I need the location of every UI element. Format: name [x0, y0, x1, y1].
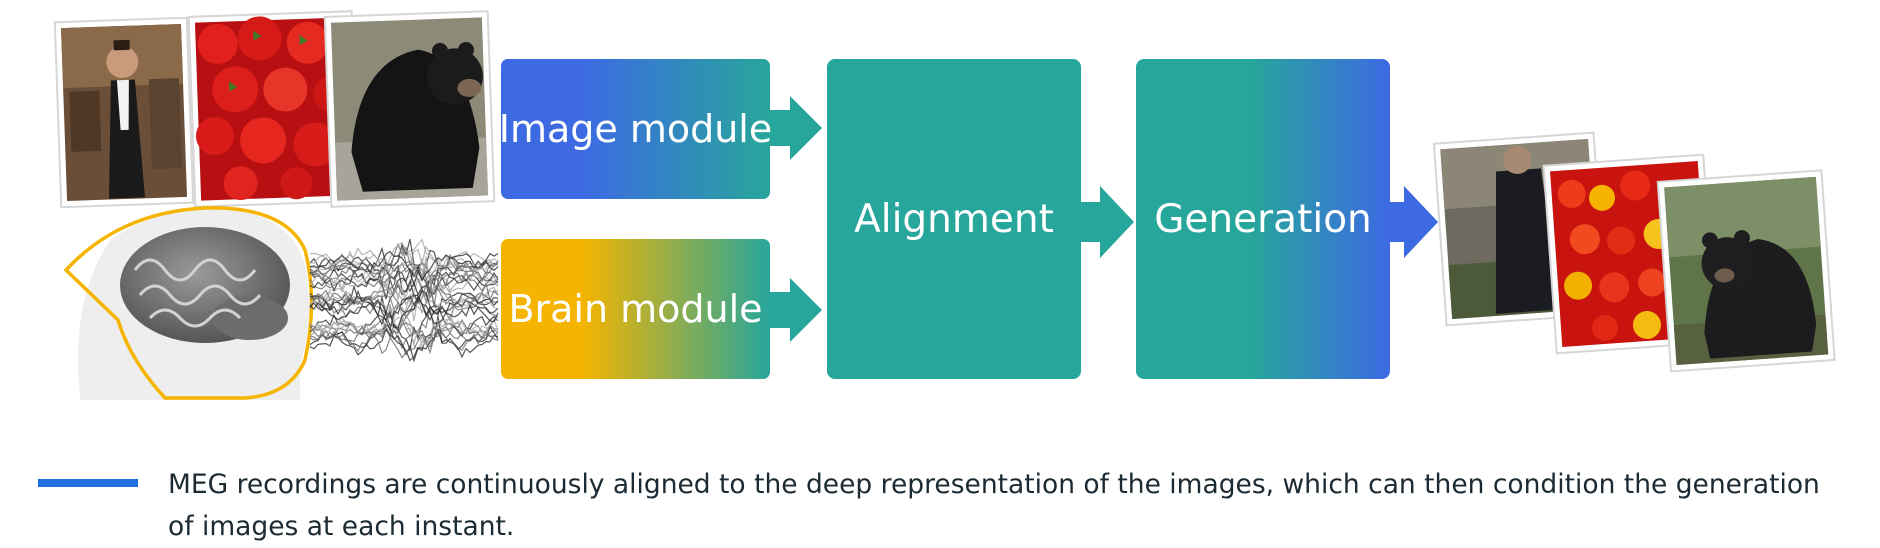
meg-trace-line [309, 241, 499, 285]
meg-trace-line [309, 256, 499, 298]
generated-bear-photo [1656, 169, 1836, 373]
meg-trace-line [309, 327, 499, 362]
meg-trace-line [309, 318, 499, 355]
meg-trace-line [309, 295, 499, 329]
meg-trace-line [309, 245, 499, 285]
caption-accent-bar [38, 479, 138, 487]
brain-module-label: Brain module [508, 287, 763, 331]
figure-caption: MEG recordings are continuously aligned … [168, 469, 1820, 542]
meg-trace-line [309, 262, 499, 308]
alignment-label: Alignment [854, 196, 1054, 242]
arrow-generation-to-output [1390, 186, 1438, 258]
meg-trace-line [309, 289, 499, 333]
meg-trace-line [309, 316, 499, 363]
generation-label: Generation [1154, 196, 1372, 242]
meg-signal-traces-icon [309, 238, 499, 363]
arrow-brain-to-alignment [770, 278, 822, 342]
arrow-image-to-alignment [770, 96, 822, 160]
image-module-label: Image module [498, 107, 773, 151]
meg-trace-line [309, 250, 499, 288]
brain-module-block [501, 239, 770, 379]
meg-trace-line [309, 266, 499, 297]
meg-trace-line [309, 323, 499, 359]
head-brain-icon [63, 206, 314, 400]
alignment-block [827, 59, 1081, 379]
input-photo-bear [323, 10, 496, 208]
input-photo-tomatoes [187, 10, 360, 208]
meg-trace-line [309, 242, 499, 283]
meg-trace-line [309, 276, 499, 322]
arrow-alignment-to-generation [1081, 186, 1134, 258]
meg-trace-line [309, 301, 499, 350]
generation-block [1136, 59, 1390, 379]
meg-trace-line [309, 282, 499, 313]
image-module-block [501, 59, 770, 199]
input-photo-man [53, 16, 195, 209]
